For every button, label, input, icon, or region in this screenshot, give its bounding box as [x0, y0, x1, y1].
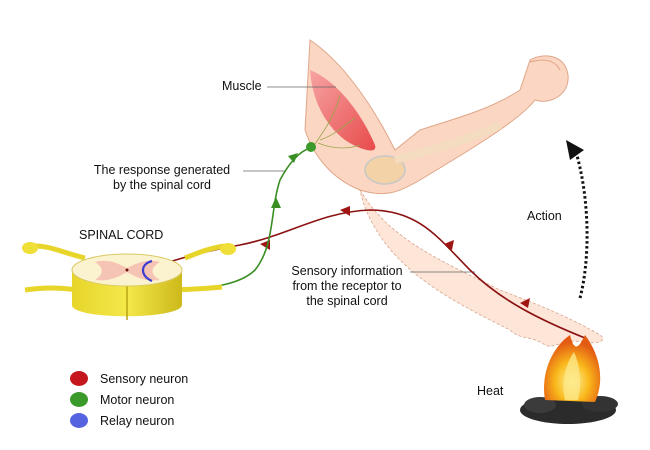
legend-item-relay: Relay neuron	[70, 410, 188, 431]
response-label-line1: The response generated	[93, 163, 231, 177]
motor-arrows	[271, 153, 298, 208]
action-label: Action	[527, 209, 562, 223]
legend-label: Sensory neuron	[100, 371, 189, 386]
relay-neuron	[141, 259, 153, 283]
heat-label: Heat	[477, 384, 504, 398]
sensory-label-line2: from the receptor to	[292, 279, 402, 293]
motor-nerve-branches	[311, 94, 361, 149]
legend-label: Relay neuron	[100, 413, 175, 428]
sensory-label-line1: Sensory information	[291, 264, 403, 278]
muscle-label: Muscle	[222, 79, 262, 93]
motor-neuron-swatch	[70, 392, 88, 407]
upper-arm	[304, 39, 569, 195]
response-label: The response generated by the spinal cor…	[82, 163, 242, 193]
sensory-label-line3: the spinal cord	[306, 294, 388, 308]
sensory-neuron-swatch	[70, 371, 88, 386]
campfire	[520, 335, 618, 424]
spinal-cord-cross-section	[22, 242, 236, 320]
relay-neuron-swatch	[70, 413, 88, 428]
biceps-muscle	[310, 70, 376, 151]
elbow-joint	[364, 155, 406, 185]
legend: Sensory neuron Motor neuron Relay neuron	[70, 368, 188, 431]
response-label-line2: by the spinal cord	[113, 178, 211, 192]
legend-item-sensory: Sensory neuron	[70, 368, 188, 389]
motor-end-plate	[306, 142, 316, 152]
sensory-label: Sensory information from the receptor to…	[282, 264, 412, 309]
spinal-cord-label: SPINAL CORD	[79, 228, 164, 242]
action-arrowhead	[566, 140, 584, 160]
legend-label: Motor neuron	[100, 392, 175, 407]
legend-item-motor: Motor neuron	[70, 389, 188, 410]
action-arrow	[574, 151, 589, 299]
